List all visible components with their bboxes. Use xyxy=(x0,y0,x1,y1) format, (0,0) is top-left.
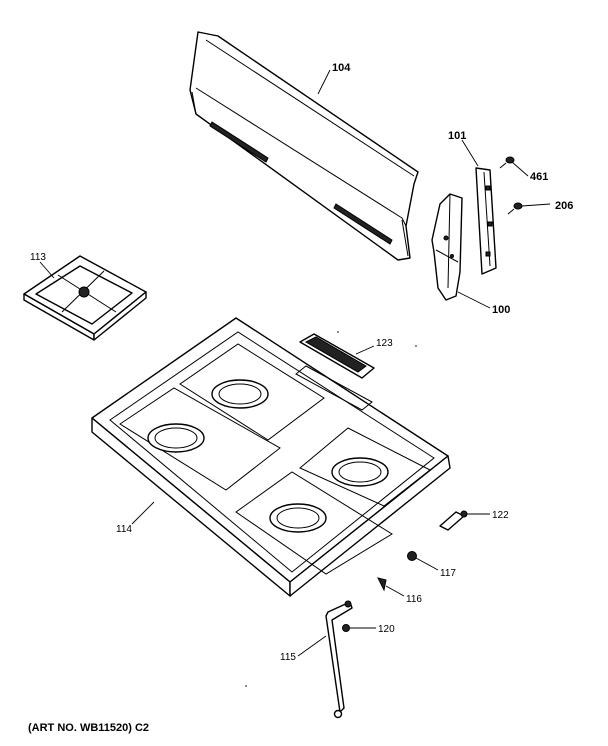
leader-100 xyxy=(457,291,491,309)
leader-117 xyxy=(415,557,439,571)
leader-113 xyxy=(39,261,55,279)
label-117: 117 xyxy=(440,568,456,579)
label-116: 116 xyxy=(406,594,422,605)
part-120 xyxy=(342,624,350,632)
speck xyxy=(337,331,339,333)
leader-101 xyxy=(461,139,479,167)
leader-123 xyxy=(355,345,375,355)
screw-206 xyxy=(507,202,523,215)
leader-104 xyxy=(317,69,331,95)
bracket-left-part xyxy=(431,193,463,301)
leader-206 xyxy=(521,203,551,207)
grate-part xyxy=(23,255,147,341)
label-101: 101 xyxy=(448,130,466,142)
part-117 xyxy=(407,551,417,561)
label-114: 114 xyxy=(116,524,132,535)
vent-trim-part xyxy=(299,333,375,379)
part-122 xyxy=(439,510,468,531)
leader-116 xyxy=(385,585,405,597)
bracket-right-part xyxy=(475,167,497,275)
label-100: 100 xyxy=(492,304,510,316)
label-206: 206 xyxy=(555,200,573,212)
speck xyxy=(415,345,417,347)
label-113: 113 xyxy=(30,252,46,263)
label-120: 120 xyxy=(378,624,395,635)
speck xyxy=(245,685,247,687)
part-116 xyxy=(377,577,387,592)
art-number-caption: (ART NO. WB11520) C2 xyxy=(28,722,150,734)
cooktop-part xyxy=(91,317,451,597)
leader-115 xyxy=(297,635,327,657)
rod-part xyxy=(325,600,353,719)
leader-461 xyxy=(511,161,529,177)
label-461: 461 xyxy=(530,171,548,183)
leader-114 xyxy=(131,501,155,525)
label-122: 122 xyxy=(492,510,509,521)
label-115: 115 xyxy=(280,652,296,663)
label-104: 104 xyxy=(332,62,351,74)
backsplash-part xyxy=(189,31,419,261)
label-123: 123 xyxy=(376,338,393,349)
screw-461 xyxy=(499,156,515,169)
